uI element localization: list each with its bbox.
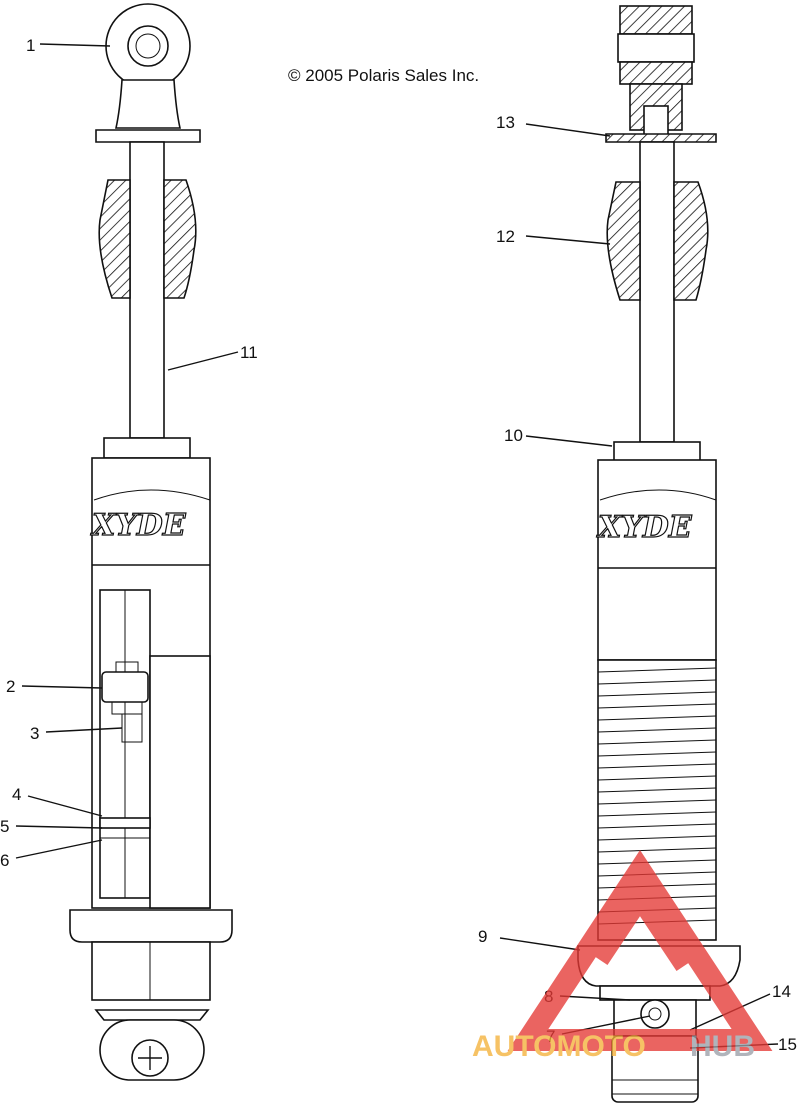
copyright-notice: © 2005 Polaris Sales Inc. (288, 66, 479, 85)
callout-6: 6 (0, 851, 9, 870)
watermark-triangle-logo (507, 850, 773, 1051)
callout-4: 4 (12, 785, 21, 804)
right-shock-body: XYDE (595, 459, 717, 941)
left-bottom-collar (69, 909, 233, 943)
left-shaft-nut (103, 437, 191, 459)
right-shaft-nut (613, 441, 701, 463)
callout-10: 10 (504, 426, 523, 445)
watermark-text-secondary: HUB (690, 1030, 755, 1063)
left-shock-assembly: XYDE (69, 3, 233, 1081)
callout-14: 14 (772, 982, 791, 1001)
left-body-logo: XYDE (90, 508, 187, 543)
right-shaft (639, 141, 675, 443)
callout-11: 11 (240, 343, 258, 362)
callout-2: 2 (6, 677, 15, 696)
left-bump-stop (98, 179, 197, 299)
left-top-eyelet (95, 3, 201, 143)
callout-9: 9 (478, 927, 487, 946)
automotohub-watermark: AUTOMOTO HUB (472, 850, 773, 1063)
left-shaft (129, 141, 165, 439)
callout-5: 5 (0, 817, 9, 836)
callout-1: 1 (26, 36, 35, 55)
callout-12: 12 (496, 227, 515, 246)
watermark-text-primary: AUTOMOTO (472, 1030, 646, 1063)
right-washer (605, 133, 717, 143)
right-body-logo: XYDE (596, 510, 693, 545)
right-top-mount (617, 5, 695, 137)
left-bottom-eyelet (94, 1009, 210, 1081)
callout-13: 13 (496, 113, 515, 132)
callout-15: 15 (778, 1035, 797, 1054)
callout-3: 3 (30, 724, 39, 743)
left-shock-body: XYDE (89, 457, 211, 909)
right-body-threads (597, 667, 717, 925)
right-bump-stop (606, 181, 709, 301)
